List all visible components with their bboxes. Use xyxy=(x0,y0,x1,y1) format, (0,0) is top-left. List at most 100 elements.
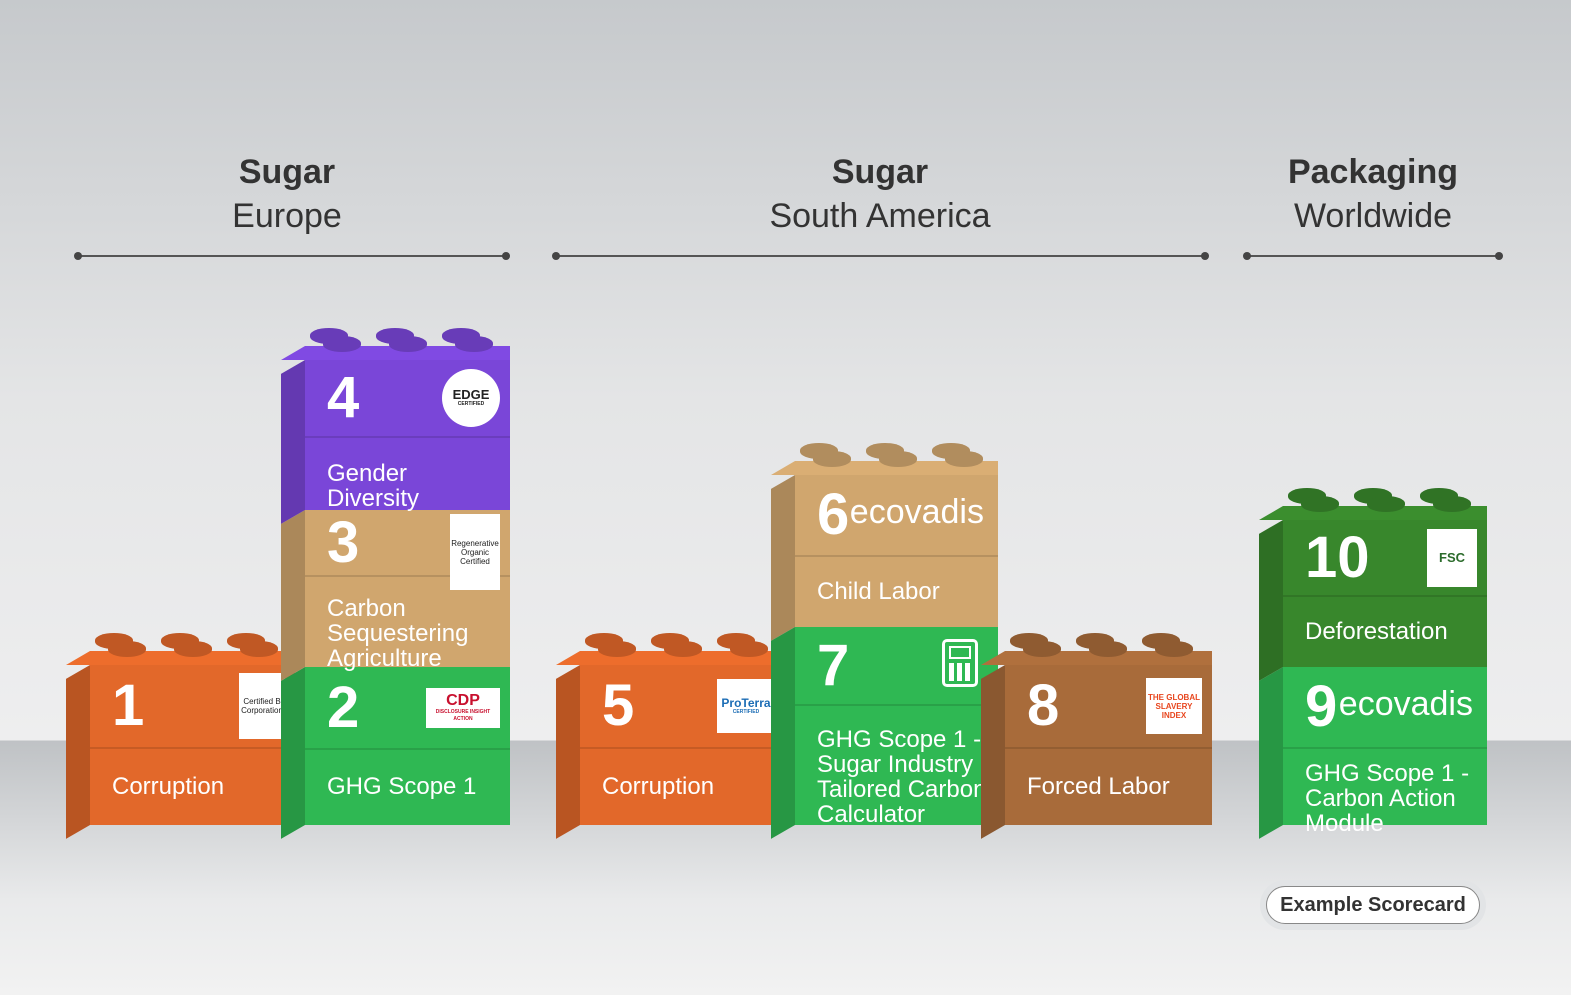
logo-subtext: CERTIFIED xyxy=(457,401,485,407)
ecovadis-logo: ecovadis xyxy=(1338,685,1473,723)
brick-label: Carbon Sequestering Agriculture xyxy=(327,595,469,672)
logo-text: FSC xyxy=(1439,550,1465,565)
group-subtitle: Worldwide xyxy=(1293,197,1453,235)
brick-stud xyxy=(323,336,361,352)
brick-stud xyxy=(1023,641,1061,657)
group-divider xyxy=(1243,252,1503,260)
brick-label: Corruption xyxy=(112,772,225,800)
brick-number: 7 xyxy=(817,632,850,698)
regenerative-organic-logo: Regenerative Organic Certified xyxy=(450,514,500,590)
logo-text: CDP xyxy=(446,691,480,709)
brick-side xyxy=(1259,667,1283,839)
group-divider xyxy=(552,252,1209,260)
brick-stud xyxy=(1301,496,1339,512)
global-slavery-index-logo: THE GLOBAL SLAVERY INDEX xyxy=(1146,678,1202,734)
logo-text: EDGE xyxy=(452,387,490,402)
brick-stud xyxy=(174,641,212,657)
brick-header-row xyxy=(90,665,295,749)
brick-side xyxy=(66,665,90,839)
brick-side xyxy=(281,667,305,839)
brick-stud xyxy=(1433,496,1471,512)
brick-stud xyxy=(598,641,636,657)
brick-stud xyxy=(879,451,917,467)
fsc-logo: FSC xyxy=(1427,528,1477,587)
brick-label: Forced Labor xyxy=(1027,772,1170,800)
brick-stud xyxy=(1367,496,1405,512)
brick-stud xyxy=(108,641,146,657)
logo-text: Regenerative Organic Certified xyxy=(451,538,499,566)
brick-number: 3 xyxy=(327,509,360,575)
brick-stud xyxy=(1155,641,1193,657)
group-title: Packaging xyxy=(1287,153,1459,191)
brick-number: 6 xyxy=(817,482,850,547)
brick-8: 8 THE GLOBAL SLAVERY INDEX Forced Labor xyxy=(981,633,1212,839)
logo-subtext: CERTIFIED xyxy=(732,708,760,715)
brick-side xyxy=(1259,520,1283,681)
brick-stud xyxy=(1089,641,1127,657)
brick-number: 2 xyxy=(327,674,360,740)
ecovadis-logo: ecovadis xyxy=(849,493,984,531)
brick-number: 10 xyxy=(1305,524,1370,590)
brick-side xyxy=(556,665,580,839)
brick-label: GHG Scope 1 - Carbon Action Module xyxy=(1305,760,1470,837)
brick-stud xyxy=(730,641,768,657)
brick-side xyxy=(771,627,795,839)
brick-stud xyxy=(389,336,427,352)
brick-header-row xyxy=(795,475,998,557)
brick-header-row xyxy=(580,665,785,749)
brick-header-row xyxy=(1283,667,1487,749)
brick-label: Gender Diversity xyxy=(327,459,420,512)
brick-label: Deforestation xyxy=(1305,617,1448,645)
brick-stud xyxy=(945,451,983,467)
brick-header-row xyxy=(305,667,510,750)
brick-number: 1 xyxy=(112,673,145,738)
brick-number: 8 xyxy=(1027,673,1060,738)
group-title: Sugar xyxy=(831,153,929,191)
brick-stud xyxy=(455,336,493,352)
calculator-icon xyxy=(942,639,978,687)
brick-label: Child Labor xyxy=(817,577,940,605)
brick-header-row xyxy=(1005,665,1212,749)
brick-header-row xyxy=(1283,520,1487,597)
brick-label: GHG Scope 1 xyxy=(327,773,477,800)
logo-text: ProTerra xyxy=(721,695,771,710)
brick-face xyxy=(1283,667,1487,825)
brick-header-row xyxy=(305,360,510,438)
brick-stud xyxy=(664,641,702,657)
brick-stud xyxy=(240,641,278,657)
brick-number: 9 xyxy=(1305,674,1338,739)
brick-side xyxy=(281,360,305,524)
group-title: Sugar xyxy=(238,153,336,191)
brick-number: 4 xyxy=(327,365,360,430)
brick-number: 5 xyxy=(602,673,635,738)
logo-text: THE GLOBAL SLAVERY INDEX xyxy=(1148,692,1200,720)
brick-face xyxy=(795,627,998,825)
brick-header-row xyxy=(795,627,998,706)
brick-stud xyxy=(813,451,851,467)
logo-text: Certified B Corporation xyxy=(241,697,283,715)
brick-10: 10 FSC Deforestation xyxy=(1259,488,1487,681)
brick-side xyxy=(771,475,795,641)
brick-side xyxy=(981,665,1005,839)
b-corp-logo: Certified B Corporation xyxy=(239,673,285,739)
group-subtitle: Europe xyxy=(232,197,342,235)
brick-header-row xyxy=(305,510,510,577)
brick-label: Corruption xyxy=(602,772,715,800)
brick-face xyxy=(795,475,998,627)
group-subtitle: South America xyxy=(769,197,991,235)
example-scorecard-button[interactable]: Example Scorecard xyxy=(1266,886,1480,924)
brick-label: GHG Scope 1 - Sugar Industry Tailored Ca… xyxy=(817,726,987,828)
